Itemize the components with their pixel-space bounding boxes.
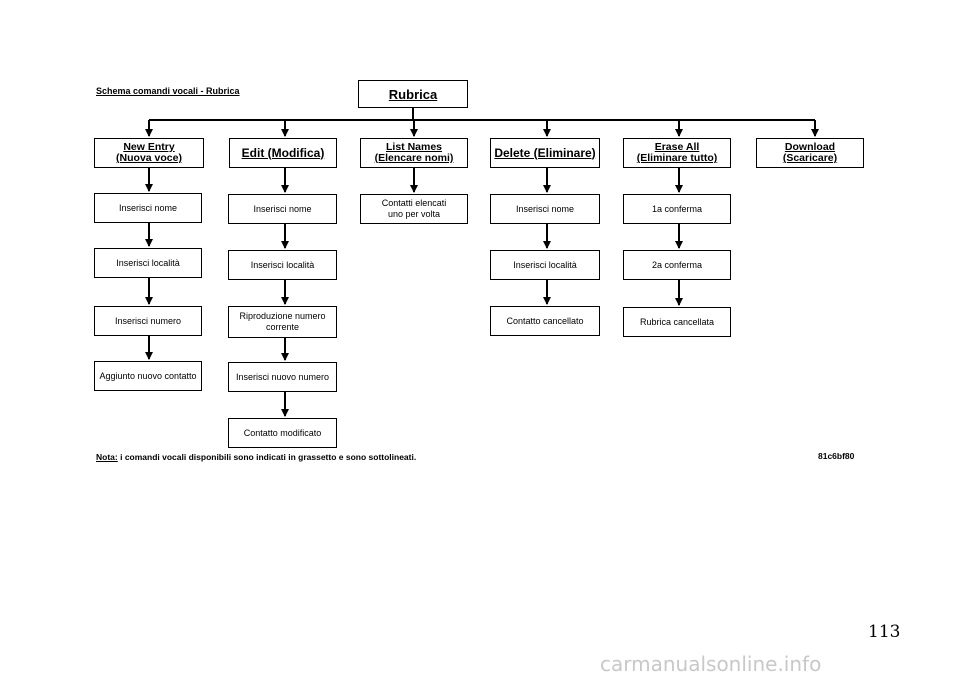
command-list-names: List Names (Elencare nomi) bbox=[360, 138, 468, 168]
command-delete: Delete (Eliminare) bbox=[490, 138, 600, 168]
step-edit-4: Inserisci nuovo numero bbox=[228, 362, 337, 392]
step-list-names-1: Contatti elencati uno per volta bbox=[360, 194, 468, 224]
diagram-title: Schema comandi vocali - Rubrica bbox=[96, 86, 240, 96]
step-new-entry-4: Aggiunto nuovo contatto bbox=[94, 361, 202, 391]
step-delete-3: Contatto cancellato bbox=[490, 306, 600, 336]
command-new-entry: New Entry (Nuova voce) bbox=[94, 138, 204, 168]
step-edit-5: Contatto modificato bbox=[228, 418, 337, 448]
step-new-entry-3: Inserisci numero bbox=[94, 306, 202, 336]
footer-note-label: Nota: bbox=[96, 452, 118, 462]
step-new-entry-2: Inserisci località bbox=[94, 248, 202, 278]
page-number: 113 bbox=[868, 622, 901, 642]
step-delete-1: Inserisci nome bbox=[490, 194, 600, 224]
root-node-rubrica: Rubrica bbox=[358, 80, 468, 108]
command-erase-all: Erase All (Eliminare tutto) bbox=[623, 138, 731, 168]
step-erase-all-2: 2a conferma bbox=[623, 250, 731, 280]
step-edit-3: Riproduzione numero corrente bbox=[228, 306, 337, 338]
command-edit: Edit (Modifica) bbox=[229, 138, 337, 168]
step-erase-all-1: 1a conferma bbox=[623, 194, 731, 224]
step-new-entry-1: Inserisci nome bbox=[94, 193, 202, 223]
step-erase-all-3: Rubrica cancellata bbox=[623, 307, 731, 337]
footer-note: Nota: i comandi vocali disponibili sono … bbox=[96, 452, 416, 462]
step-edit-2: Inserisci località bbox=[228, 250, 337, 280]
watermark: carmanualsonline.info bbox=[600, 652, 822, 676]
image-code: 81c6bf80 bbox=[818, 451, 855, 461]
step-delete-2: Inserisci località bbox=[490, 250, 600, 280]
footer-note-text: i comandi vocali disponibili sono indica… bbox=[117, 452, 417, 462]
step-edit-1: Inserisci nome bbox=[228, 194, 337, 224]
command-download: Download (Scaricare) bbox=[756, 138, 864, 168]
